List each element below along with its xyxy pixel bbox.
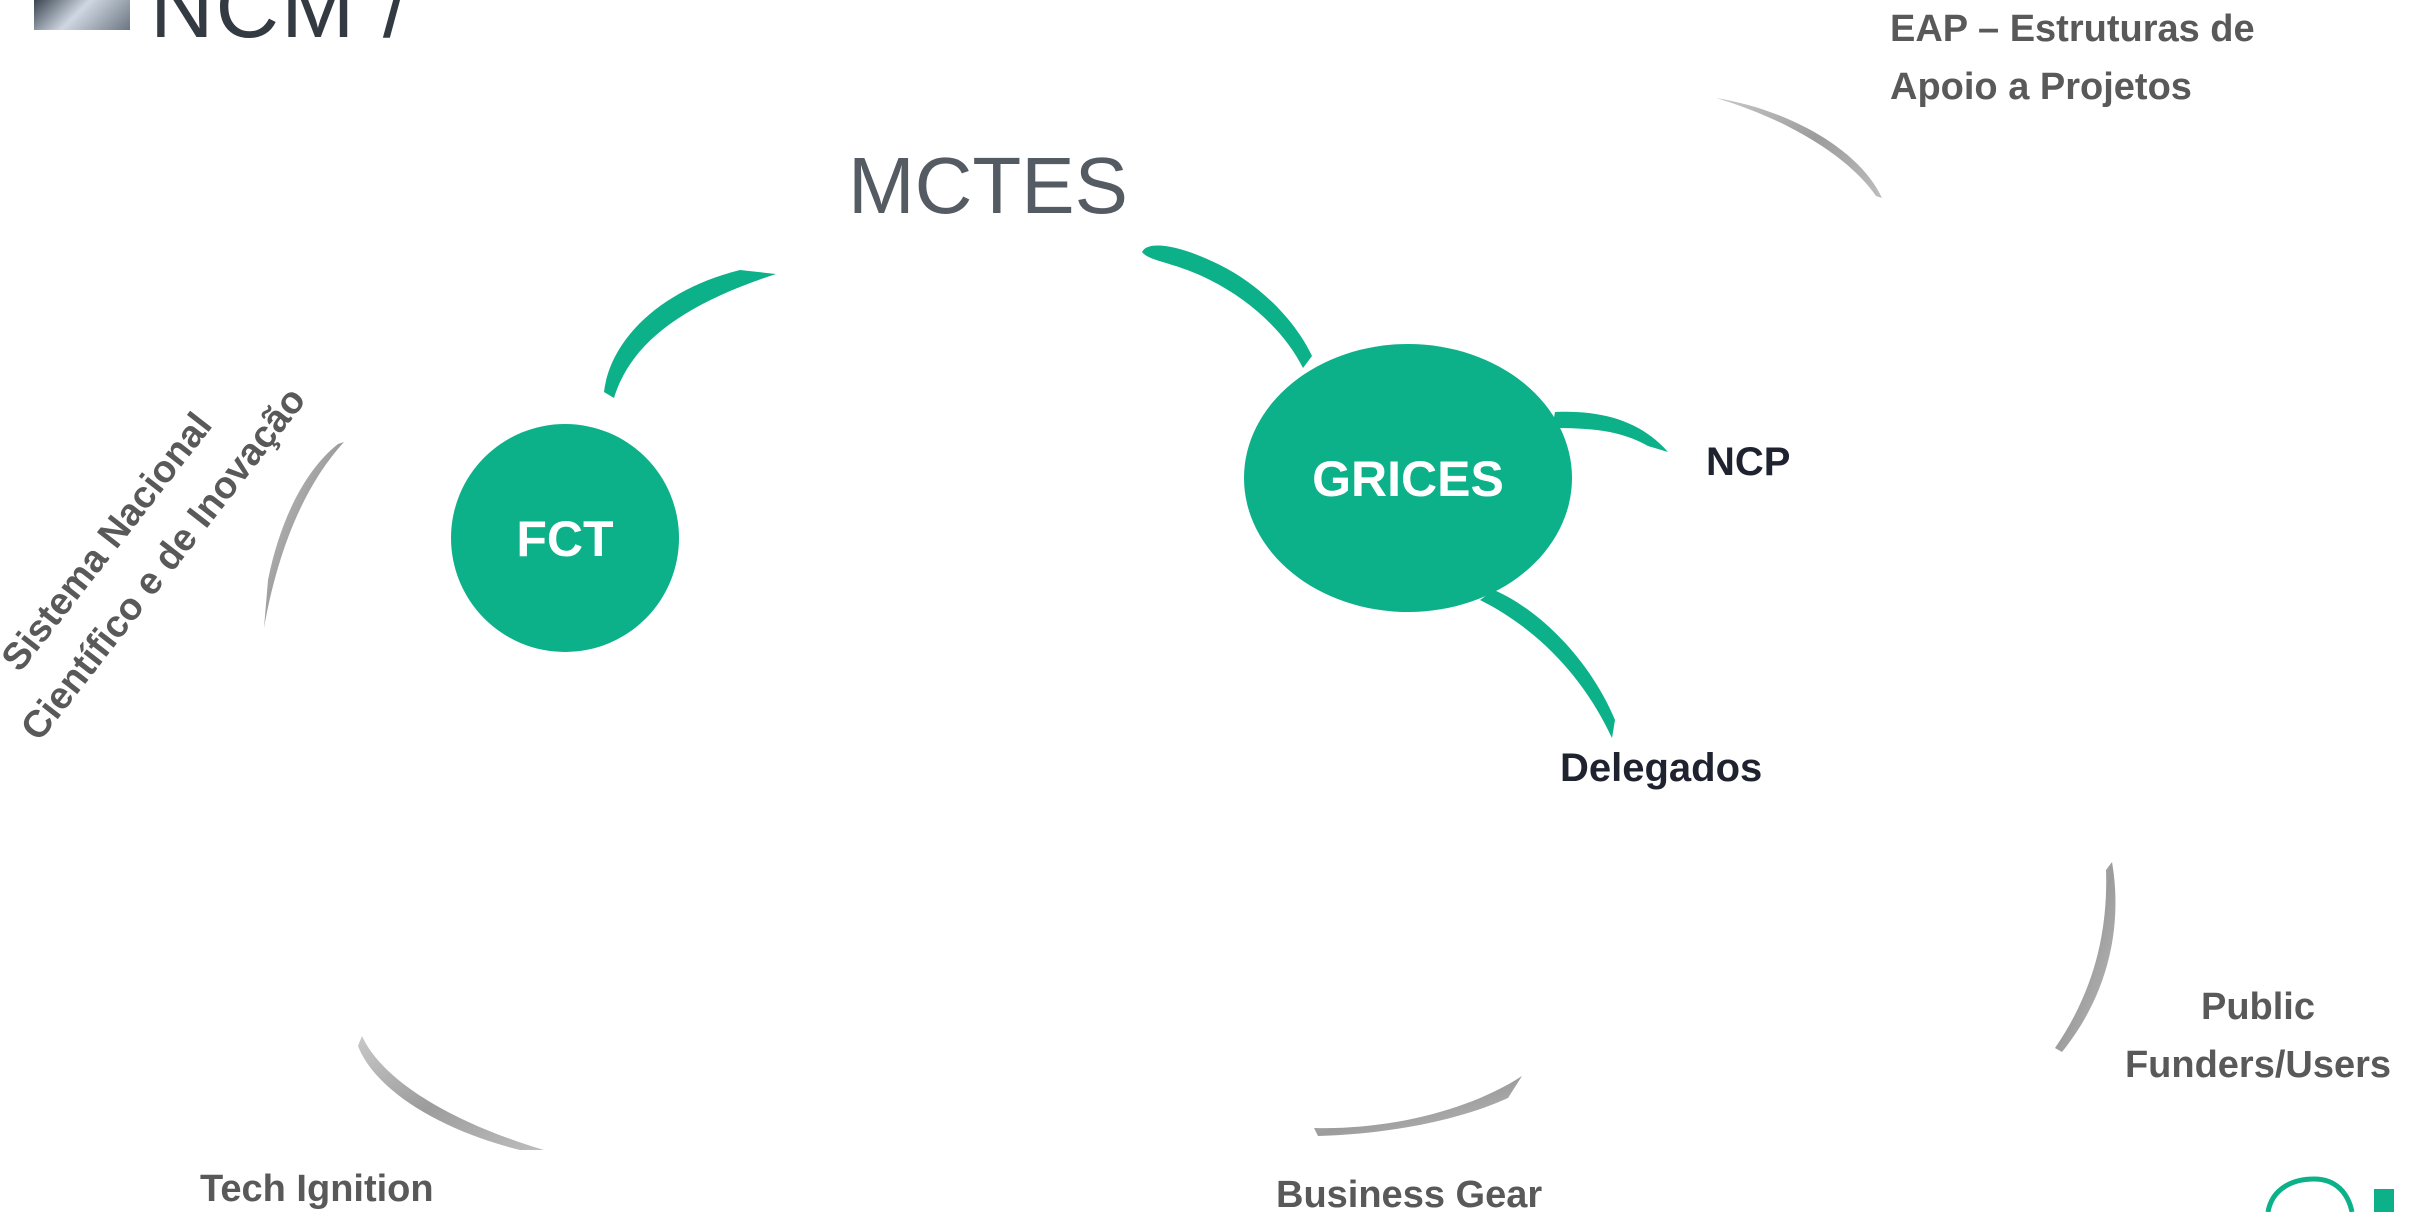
hub-label: MCTES [848, 141, 1128, 230]
arc-outer-eap [1716, 98, 1882, 198]
arc-mctes-grices [1142, 245, 1312, 368]
public-label-line1: Public [2200, 986, 2316, 1028]
tech-ignition-label: Tech Ignition [200, 1168, 434, 1210]
logo-thumbnail [34, 0, 130, 30]
arc-grices-delegados [1480, 590, 1615, 738]
business-gear-label: Business Gear [1276, 1174, 1543, 1216]
arc-outer-public [2055, 862, 2116, 1052]
fct-node [451, 424, 679, 652]
arc-mctes-fct [604, 270, 776, 398]
arc-outer-tech [358, 1036, 544, 1150]
delegados-label: Delegados [1560, 746, 1763, 790]
grices-node [1244, 344, 1572, 612]
eap-label-line1: EAP – Estruturas de [1890, 8, 2255, 50]
fct-label: FCT [516, 511, 614, 567]
page-title-fragment: NCM / [150, 0, 410, 56]
corner-logo-icon [2262, 1175, 2410, 1212]
arc-outer-business [1314, 1076, 1522, 1136]
eap-label-line2: Apoio a Projetos [1890, 66, 2192, 108]
grices-label: GRICES [1312, 451, 1504, 507]
arc-grices-ncp [1552, 411, 1668, 452]
arc-outer-sncti [264, 442, 344, 628]
ncp-label: NCP [1706, 440, 1791, 484]
public-label-line2: Funders/Users [2124, 1044, 2392, 1086]
